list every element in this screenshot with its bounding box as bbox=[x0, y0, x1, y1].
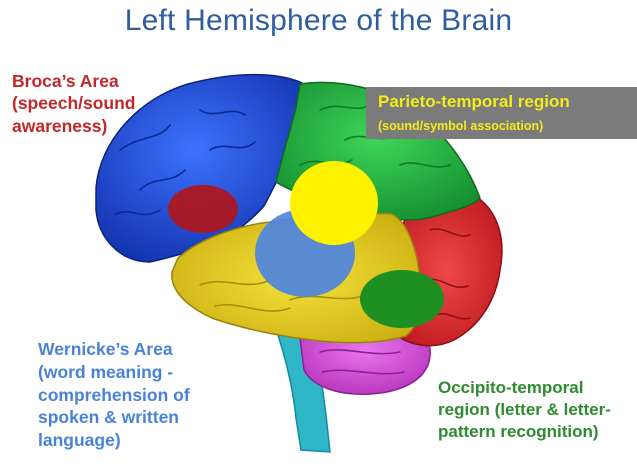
broca-label: Broca’s Area (speech/sound awareness) bbox=[12, 70, 136, 137]
wernicke-label-line: spoken & written bbox=[38, 407, 179, 428]
occipito-temporal-label: Occipito-temporal region (letter & lette… bbox=[438, 377, 611, 443]
broca-label-line: (speech/sound bbox=[12, 93, 136, 114]
parieto-temporal-sublabel: (sound/symbol association) bbox=[378, 119, 544, 133]
wernicke-label-line: (word meaning - bbox=[38, 361, 174, 382]
parieto-temporal-label: Parieto-temporal region bbox=[378, 92, 570, 111]
gyri-texture bbox=[114, 103, 471, 375]
occipito-temporal-label-line: pattern recognition) bbox=[438, 422, 599, 442]
wernicke-label: Wernicke’s Area (word meaning - comprehe… bbox=[38, 338, 190, 452]
occipito-temporal-label-line: Occipito-temporal bbox=[438, 378, 584, 397]
broca-label-line: Broca’s Area bbox=[12, 71, 119, 91]
wernicke-label-line: language) bbox=[38, 430, 121, 450]
occipito-temporal-label-line: region (letter & letter- bbox=[438, 400, 611, 420]
occipito-temporal-area-marker bbox=[360, 270, 444, 328]
wernicke-label-line: comprehension of bbox=[38, 384, 190, 405]
broca-area-marker bbox=[168, 185, 238, 233]
wernicke-label-line: Wernicke’s Area bbox=[38, 339, 173, 359]
page-title: Left Hemisphere of the Brain bbox=[124, 4, 513, 37]
parieto-temporal-callout-box bbox=[366, 87, 637, 139]
broca-label-line: awareness) bbox=[12, 115, 108, 136]
parieto-temporal-area-marker bbox=[290, 161, 378, 245]
